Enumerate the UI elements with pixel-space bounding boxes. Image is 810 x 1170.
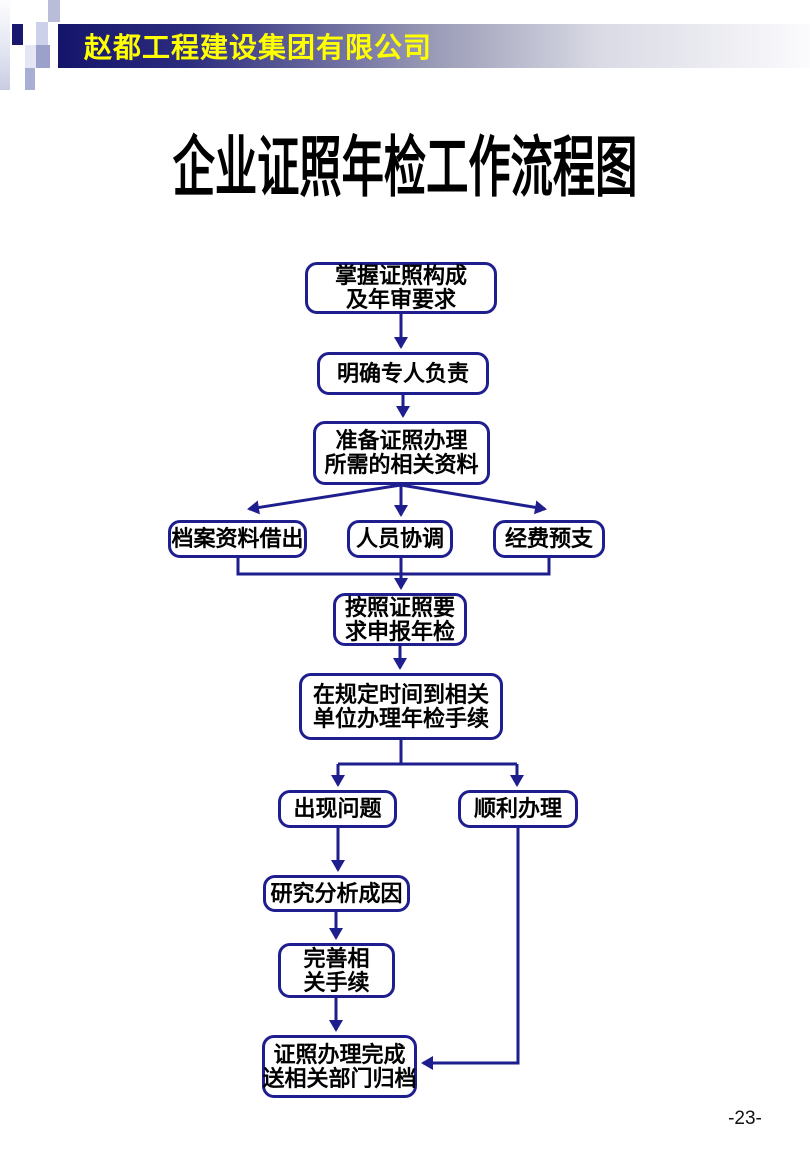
connector-split-bar [338,740,517,766]
connector-join-bar [236,558,551,576]
node-assign-person: 明确专人负责 [317,352,489,395]
node-label: 档案资料借出 [171,526,304,551]
decoration-square [36,45,50,68]
decoration-square [25,45,36,68]
node-label: 经费预支 [504,526,593,551]
node-label: 送相关部门归档 [262,1065,417,1091]
connector-smooth-complete [421,828,520,1070]
node-label: 所需的相关资料 [324,452,479,477]
connector-prepare-archive [247,483,402,515]
node-label: 证照办理完成 [273,1041,406,1067]
node-smooth-handling: 顺利办理 [458,790,578,828]
decoration-square [48,0,60,22]
node-label: 出现问题 [293,796,382,821]
node-label: 及年审要求 [345,287,456,312]
node-declare-inspection: 按照证照要 求申报年检 [333,593,467,646]
slide-title: 企业证照年检工作流程图 [172,132,638,205]
decoration-square [36,22,48,45]
node-label: 顺利办理 [473,796,562,821]
node-label: 在规定时间到相关 [312,681,489,707]
connector-prepare-funds [400,483,547,515]
page-number: -23- [728,1108,762,1129]
node-label: 人员协调 [355,526,444,551]
node-label: 掌握证照构成 [334,263,467,288]
node-complete-archive: 证照办理完成 送相关部门归档 [262,1035,417,1098]
node-grasp-requirements: 掌握证照构成 及年审要求 [305,262,497,314]
node-handle-procedures: 在规定时间到相关 单位办理年检手续 [299,673,503,740]
node-label: 准备证照办理 [335,428,468,453]
node-perfect-procedures: 完善相 关手续 [278,943,395,998]
decoration-square [25,68,35,90]
node-label: 单位办理年检手续 [312,705,489,731]
node-label: 完善相 [303,945,370,971]
node-label: 研究分析成因 [270,880,403,906]
node-label: 按照证照要 [344,594,455,620]
node-label: 求申报年检 [344,618,455,644]
node-analyze-causes: 研究分析成因 [263,875,410,912]
node-label: 明确专人负责 [336,360,469,386]
node-problem-occurs: 出现问题 [278,790,397,828]
company-name: 赵都工程建设集团有限公司 [84,32,433,63]
node-archive-lending: 档案资料借出 [168,520,307,558]
node-label: 关手续 [303,969,370,995]
node-funds-advance: 经费预支 [493,520,605,558]
decoration-square [12,24,23,45]
decoration-strip [0,0,10,90]
header-bar: 赵都工程建设集团有限公司 [58,24,810,68]
node-prepare-materials: 准备证照办理 所需的相关资料 [313,421,490,485]
node-personnel-coordination: 人员协调 [347,520,453,558]
